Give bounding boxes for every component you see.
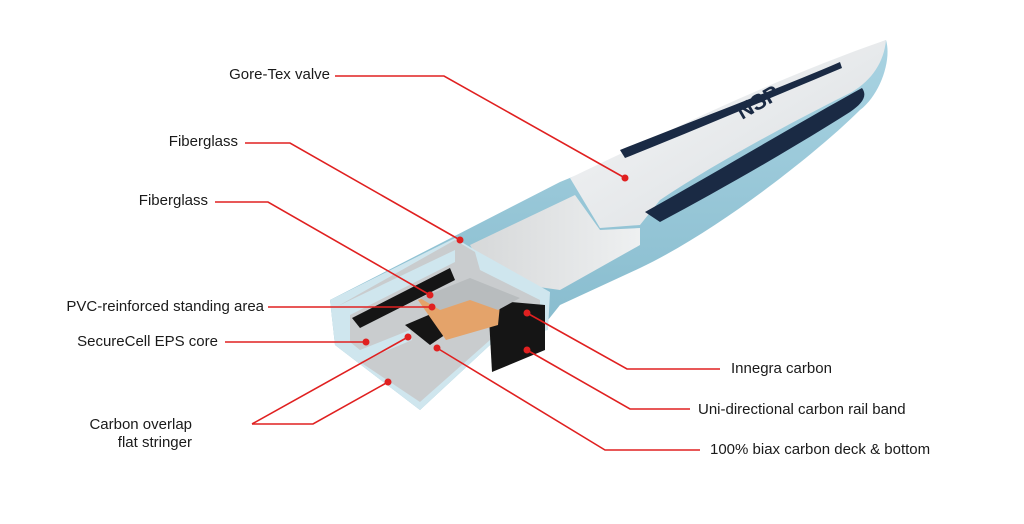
label-pvc-standing-area: PVC-reinforced standing area — [66, 298, 264, 315]
label-carbon-overlap-line1: Carbon overlap — [89, 416, 192, 433]
label-carbon-overlap: Carbon overlap flat stringer — [40, 416, 192, 452]
label-fiberglass-inner: Fiberglass — [138, 192, 208, 209]
navy-stripe — [645, 88, 865, 222]
board-deck — [570, 40, 886, 228]
leader-lines — [215, 75, 720, 451]
leader-dots — [362, 174, 629, 386]
label-biax-carbon-deck-bottom: 100% biax carbon deck & bottom — [710, 441, 931, 458]
label-carbon-overlap-line2: flat stringer — [117, 434, 192, 451]
standing-well — [470, 195, 640, 290]
label-fiberglass-outer: Fiberglass — [168, 133, 238, 150]
carbon-deck-layer — [352, 268, 455, 328]
label-gore-tex-valve: Gore-Tex valve — [229, 66, 330, 83]
label-innegra-carbon: Innegra carbon — [731, 360, 832, 377]
label-uni-directional-rail-band: Uni-directional carbon rail band — [698, 401, 906, 418]
label-securecell-eps-core: SecureCell EPS core — [77, 333, 218, 350]
carbon-rail-band — [488, 300, 545, 372]
